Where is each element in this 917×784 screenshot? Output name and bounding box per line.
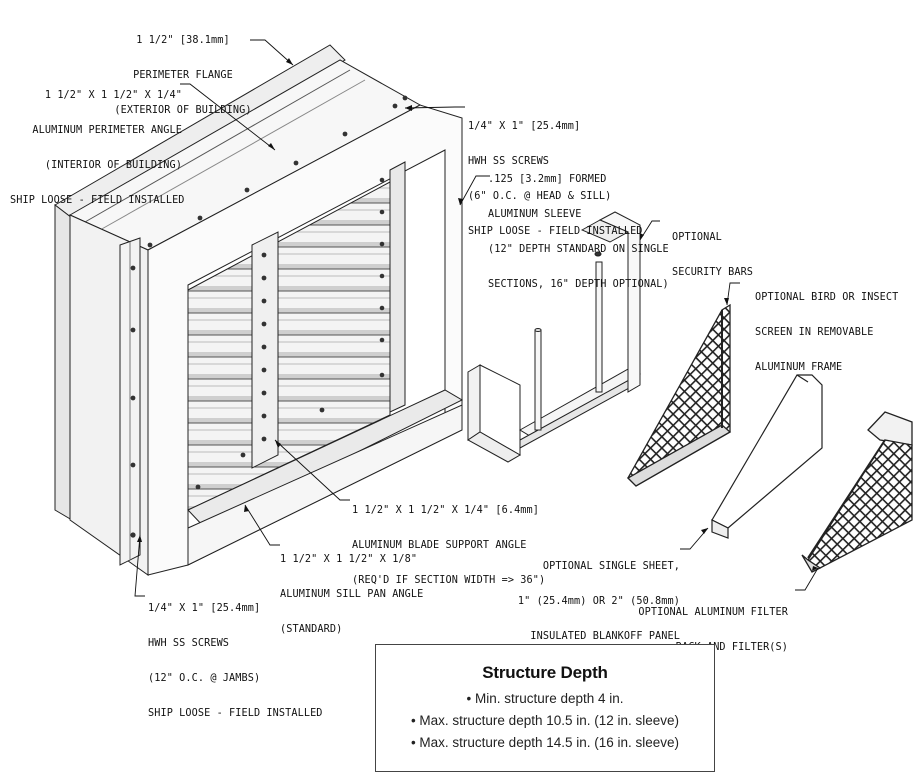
louver-blades — [187, 181, 391, 511]
filter-rack — [801, 411, 913, 573]
callout-blade-support: 1 1/2" X 1 1/2" X 1/4" [6.4mm] ALUMINUM … — [352, 482, 545, 598]
structure-depth-item: • Min. structure depth 4 in. — [466, 691, 624, 706]
callout-line: SHIP LOOSE - FIELD INSTALLED — [10, 194, 185, 206]
callout-sill-pan: 1 1/2" X 1 1/2" X 1/8" ALUMINUM SILL PAN… — [280, 531, 423, 647]
security-bars — [467, 211, 641, 463]
callout-perimeter-angle: 1 1/2" X 1 1/2" X 1/4" ALUMINUM PERIMETE… — [10, 67, 185, 218]
callout-line: .125 [3.2mm] FORMED — [488, 174, 607, 186]
leader-lines — [134, 39, 819, 597]
callout-line: OPTIONAL — [672, 232, 722, 244]
callout-line: (6" O.C. @ HEAD & SILL) — [468, 190, 612, 202]
callout-line: (INTERIOR OF BUILDING) — [44, 159, 182, 171]
callout-line: ALUMINUM FRAME — [755, 361, 843, 373]
structure-depth-item: • Max. structure depth 14.5 in. (16 in. … — [410, 735, 680, 750]
callout-line: OPTIONAL ALUMINUM FILTER — [638, 607, 788, 619]
structure-depth-item: • Max. structure depth 10.5 in. (12 in. … — [410, 713, 680, 728]
callout-sleeve: .125 [3.2mm] FORMED ALUMINUM SLEEVE (12"… — [488, 151, 669, 302]
callout-line: INSULATED BLANKOFF PANEL — [530, 630, 680, 642]
callout-line: OPTIONAL SINGLE SHEET, — [542, 561, 680, 573]
callout-security-bars: OPTIONAL SECURITY BARS — [672, 209, 753, 290]
callout-line: 1" (25.4mm) OR 2" (50.8mm) — [517, 595, 680, 607]
sill-pan-angle — [187, 389, 464, 529]
callout-blankoff-panel: OPTIONAL SINGLE SHEET, 1" (25.4mm) OR 2"… — [500, 538, 680, 654]
callout-line: PERIMETER FLANGE — [133, 69, 233, 81]
callout-line: ALUMINUM SLEEVE — [488, 208, 582, 220]
callout-line: 1 1/2" X 1 1/2" X 1/4" — [44, 90, 182, 102]
callout-line: 1 1/2" X 1 1/2" X 1/4" [6.4mm] — [352, 505, 540, 517]
callout-line: HWH SS SCREWS — [468, 155, 550, 167]
callout-line: SCREEN IN REMOVABLE — [755, 326, 874, 338]
callout-line: SHIP LOOSE - FIELD INSTALLED — [468, 225, 643, 237]
insect-screen — [626, 303, 732, 487]
callout-line: ALUMINUM PERIMETER ANGLE — [32, 124, 182, 136]
callout-line: (STANDARD) — [280, 623, 343, 635]
callout-insect-screen: OPTIONAL BIRD OR INSECT SCREEN IN REMOVA… — [755, 269, 898, 385]
callout-line: SHIP LOOSE - FIELD INSTALLED — [148, 707, 323, 719]
louver-assembly — [54, 44, 464, 576]
callout-line: (REQ'D IF SECTION WIDTH => 36") — [352, 574, 546, 586]
blankoff-panel — [711, 374, 823, 539]
callout-line: ALUMINUM BLADE SUPPORT ANGLE — [352, 539, 527, 551]
callout-perimeter-flange: 1 1/2" [38.1mm] PERIMETER FLANGE (EXTERI… — [112, 12, 254, 128]
callout-line: ALUMINUM SILL PAN ANGLE — [280, 588, 424, 600]
callout-line: (12" O.C. @ JAMBS) — [148, 672, 261, 684]
callout-line: 1/4" X 1" [25.4mm] — [468, 121, 581, 133]
callout-line: SECURITY BARS — [672, 266, 754, 278]
callout-line: SECTIONS, 16" DEPTH OPTIONAL) — [488, 278, 669, 290]
structure-depth-box: Structure Depth • Min. structure depth 4… — [375, 644, 715, 772]
callout-line: (12" DEPTH STANDARD ON SINGLE — [488, 243, 669, 255]
blade-support-angle — [251, 231, 279, 469]
callout-jamb-screws: 1/4" X 1" [25.4mm] HWH SS SCREWS (12" O.… — [148, 580, 323, 731]
callout-head-sill-screws: 1/4" X 1" [25.4mm] HWH SS SCREWS (6" O.C… — [468, 98, 643, 249]
callout-line: 1 1/2" X 1 1/2" X 1/8" — [280, 554, 418, 566]
callout-line: 1 1/2" [38.1mm] — [136, 35, 230, 47]
callout-line: HWH SS SCREWS — [148, 637, 230, 649]
callout-line: (EXTERIOR OF BUILDING) — [114, 104, 252, 116]
callout-line: 1/4" X 1" [25.4mm] — [148, 603, 261, 615]
callout-line: OPTIONAL BIRD OR INSECT — [755, 292, 899, 304]
structure-depth-title: Structure Depth — [482, 663, 608, 682]
